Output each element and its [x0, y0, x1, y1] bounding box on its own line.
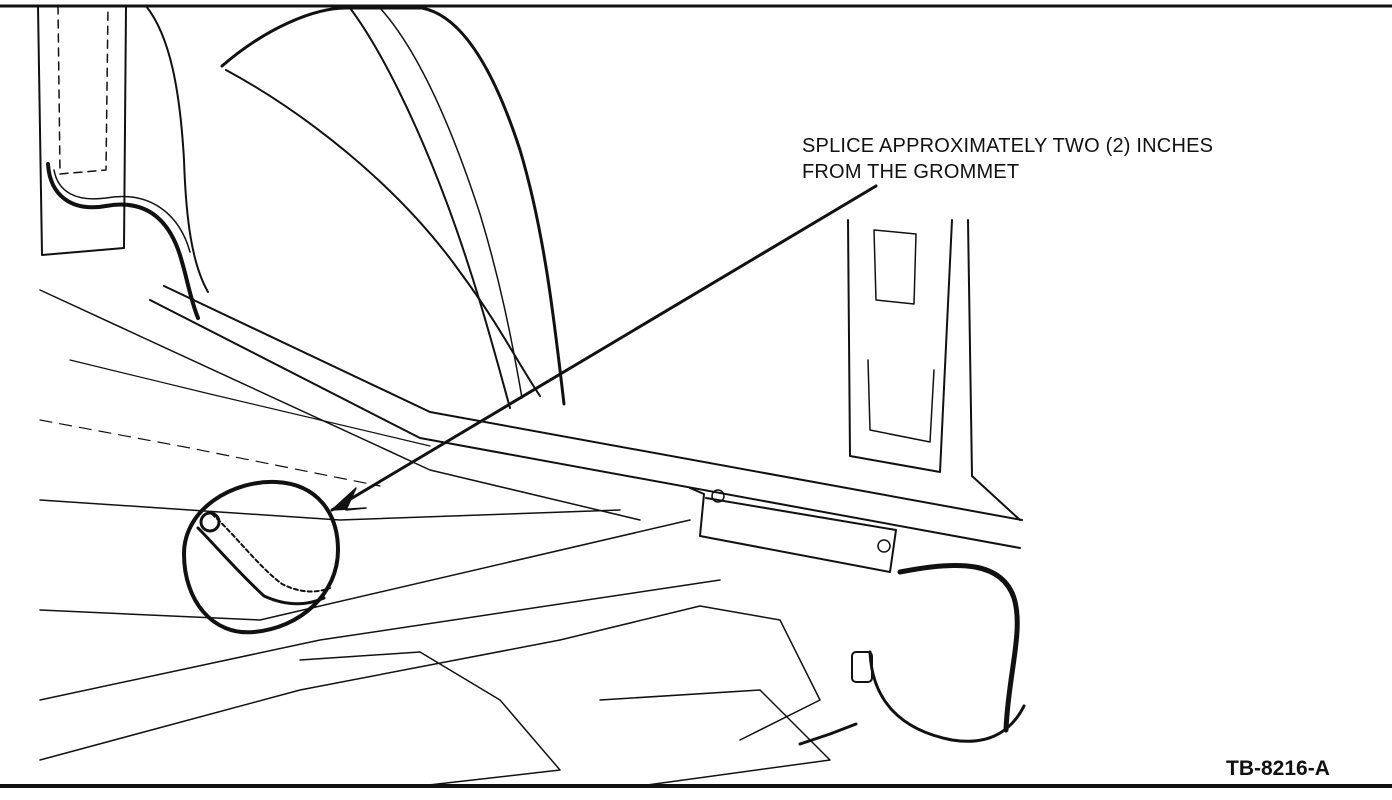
floor-block-2 — [559, 605, 821, 741]
left-pillar-inner — [57, 5, 109, 175]
left-wire-outline — [53, 169, 191, 253]
floor-line-2 — [39, 519, 691, 621]
grommet — [199, 511, 221, 533]
right-pillar-edge — [967, 219, 1021, 521]
right-harness — [897, 562, 1020, 733]
floor-line-3 — [39, 579, 721, 701]
floor-line-1 — [39, 499, 621, 521]
small-wire — [798, 722, 858, 746]
leader-line — [330, 184, 878, 512]
sill-middle — [149, 299, 1021, 549]
door-opening-outer — [145, 5, 209, 293]
right-pillar-outline — [847, 219, 953, 473]
right-pillar-cutout — [873, 229, 917, 305]
floor-block-1 — [299, 651, 561, 787]
left-pillar-outline — [37, 5, 127, 256]
floor-block-3 — [599, 689, 831, 787]
callout-line-2: FROM THE GROMMET — [802, 161, 1020, 183]
leader-arrow — [331, 487, 367, 511]
door-arch-inner — [349, 7, 511, 409]
callout-text: SPLICE APPROXIMATELY TWO (2) INCHES FROM… — [802, 133, 1272, 185]
door-arch-main — [220, 6, 566, 406]
left-wire — [46, 162, 200, 320]
grommet-wire-outer — [196, 526, 326, 606]
sill-upper — [163, 285, 1023, 521]
callout-line-1: SPLICE APPROXIMATELY TWO (2) INCHES — [802, 135, 1214, 157]
bracket-bolt-1 — [711, 489, 725, 503]
floor-diagonal-2 — [69, 359, 431, 447]
floor-diagonal-1 — [39, 419, 381, 487]
right-pillar-inner — [867, 359, 935, 443]
detail-circle — [182, 479, 340, 635]
sill-lower — [39, 289, 641, 521]
right-harness-branch — [868, 650, 1026, 743]
bracket — [689, 487, 897, 573]
connector — [851, 651, 873, 683]
floor-line-4 — [39, 639, 561, 761]
figure-id: TB-8216-A — [1226, 757, 1330, 780]
grommet-wire-inner — [211, 513, 331, 593]
bracket-bolt-2 — [877, 539, 891, 553]
door-arch-inner2 — [379, 7, 523, 399]
